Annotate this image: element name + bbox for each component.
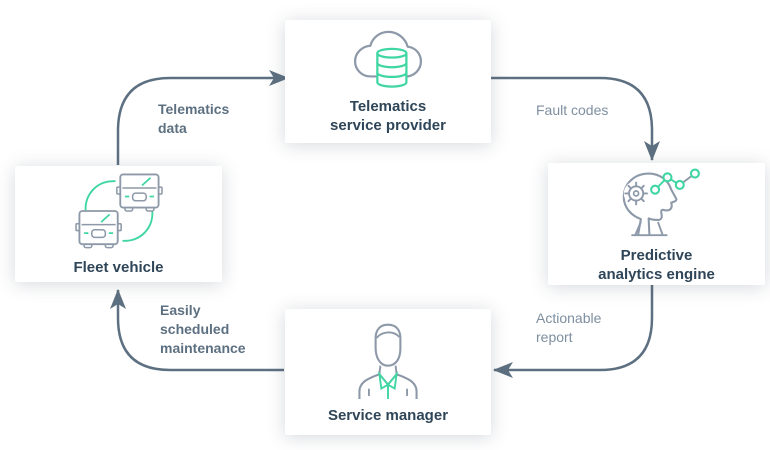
node-label-service-manager: Service manager [327,407,449,424]
arrow-predictive-to-service [493,285,654,378]
person-icon [358,323,418,399]
edge-label-easily-scheduled-maintenance: Easily scheduled maintenance [160,302,246,356]
node-label-telematics-service-provider: Telematics service provider [330,98,446,134]
node-telematics-service-provider: Telematics service provider [285,20,491,143]
edge-label-actionable-report: Actionable report [536,310,602,345]
arrow-telematics-to-predictive [491,76,660,161]
edge-label-fault-codes: Fault codes [536,102,609,118]
node-service-manager: Service manager [285,309,491,435]
node-fleet-vehicle: Fleet vehicle [15,166,222,282]
node-label-predictive-analytics-engine: Predictive analytics engine [598,246,715,283]
cloud-database-icon [353,30,423,88]
edge-label-telematics-data: Telematics data [158,101,230,136]
arrow-service-to-fleet [110,289,284,372]
node-label-fleet-vehicle: Fleet vehicle [73,259,164,276]
fleet-trucks-icon [74,173,163,249]
head-gear-chart-icon [622,168,700,236]
node-predictive-analytics-engine: Predictive analytics engine [548,163,765,285]
arrow-fleet-to-telematics [116,70,289,165]
